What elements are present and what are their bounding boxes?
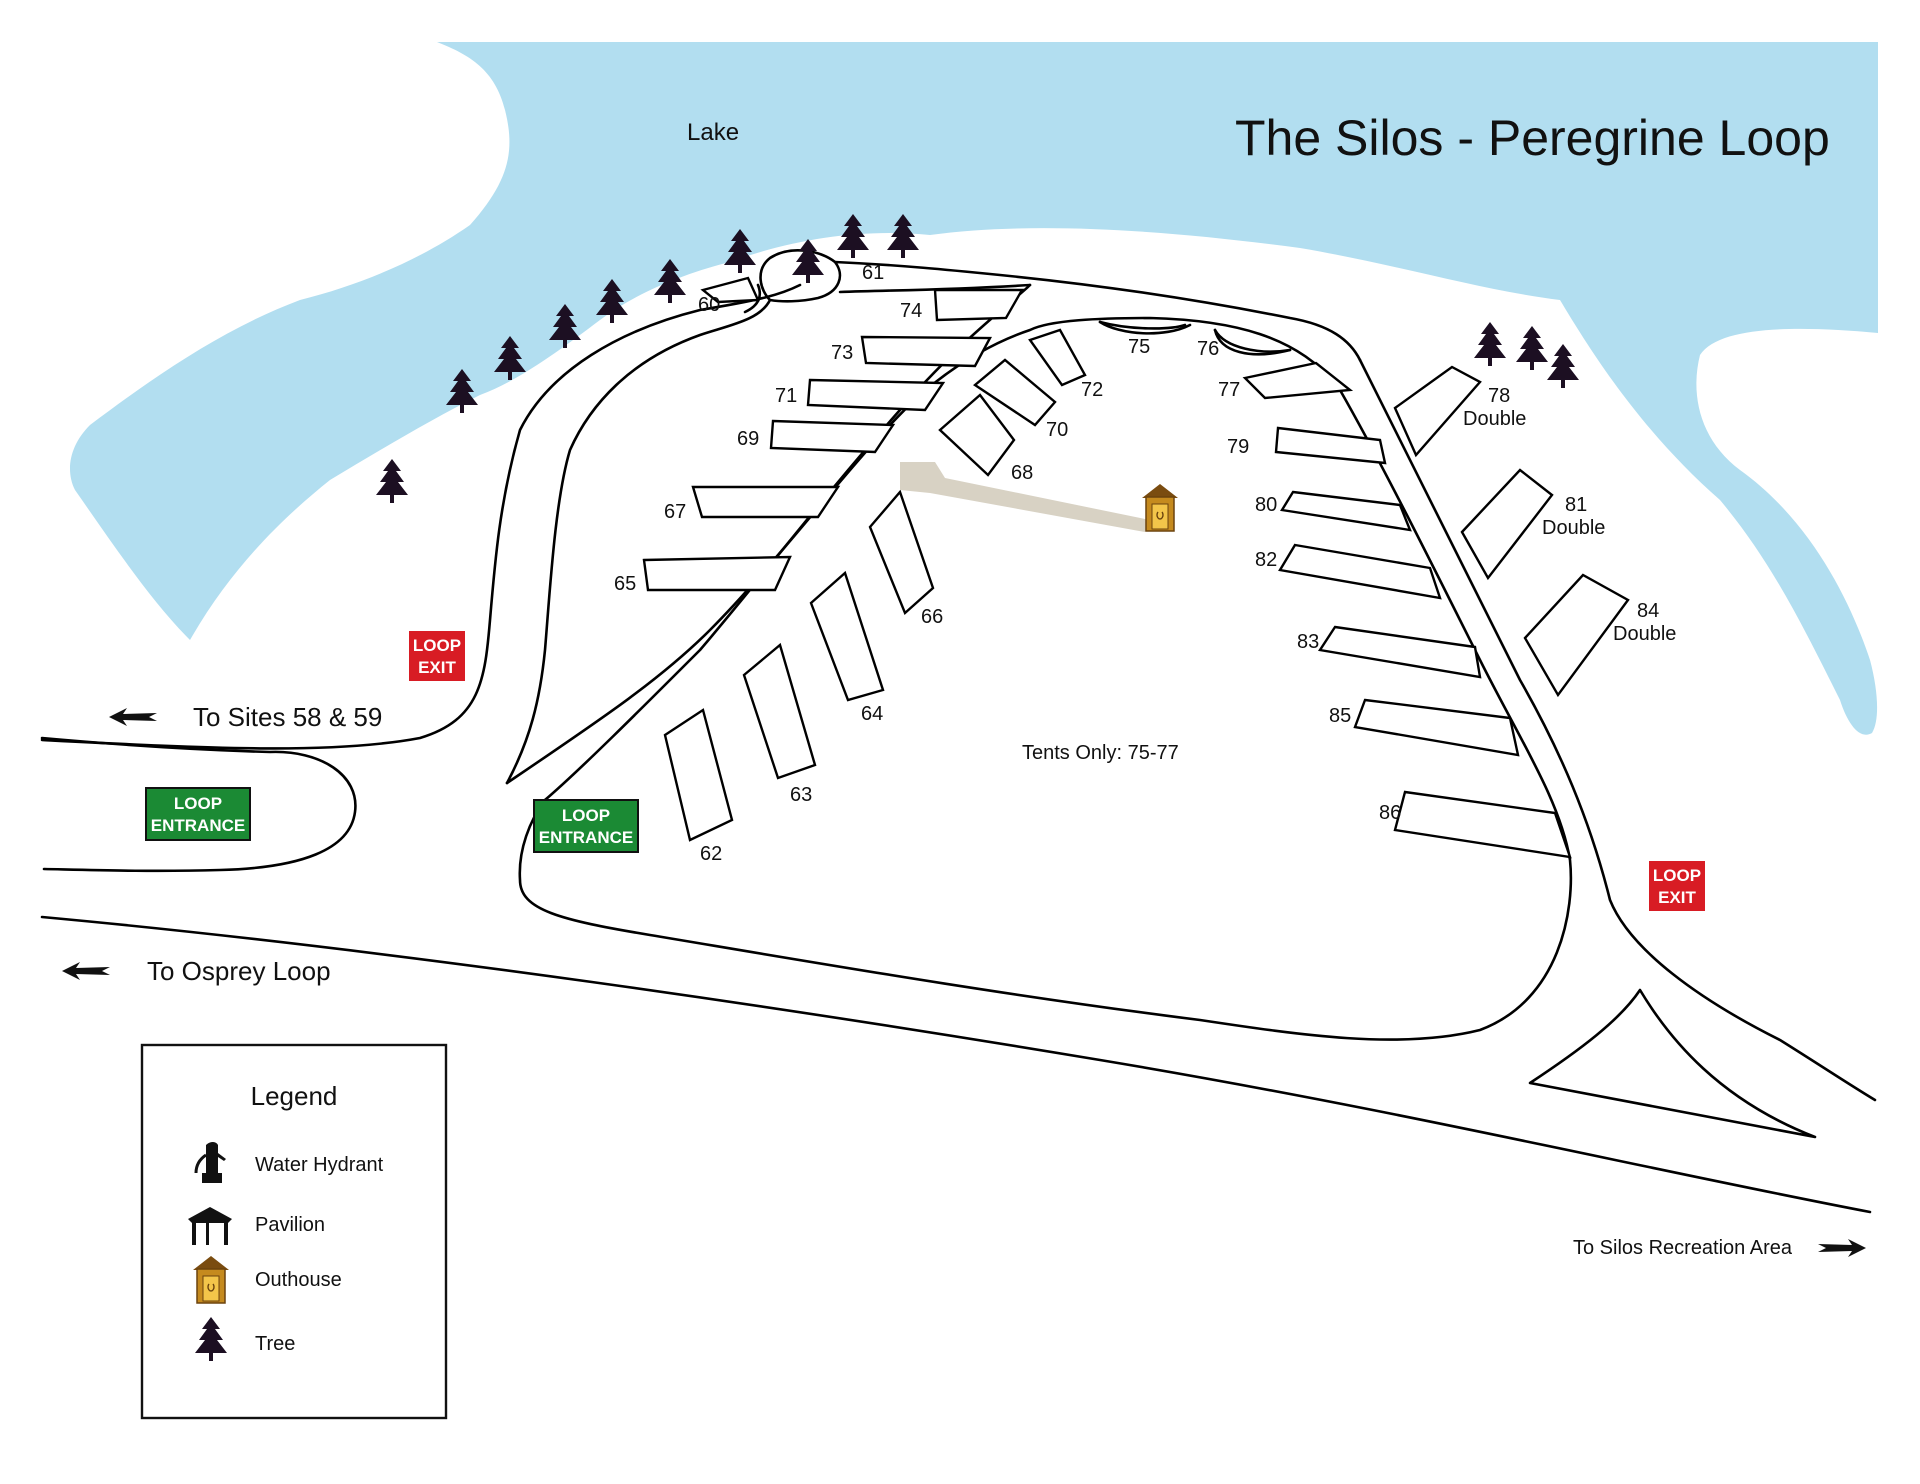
site-label-83: 83 — [1297, 631, 1319, 653]
legend-label-tree: Tree — [255, 1333, 295, 1355]
direction-osprey-loop: To Osprey Loop — [62, 956, 331, 986]
site-label-78-double: Double — [1463, 408, 1526, 430]
site-label-81: 81 — [1565, 494, 1587, 516]
site-label-63: 63 — [790, 784, 812, 806]
site-label-80: 80 — [1255, 494, 1277, 516]
sign-line-2: EXIT — [418, 658, 456, 677]
site-label-84: 84 — [1637, 600, 1659, 622]
direction-label: To Osprey Loop — [147, 956, 331, 986]
lake-label: Lake — [687, 119, 739, 146]
site-label-67: 67 — [664, 501, 686, 523]
arrow-right-icon — [1818, 1239, 1866, 1257]
sign-line-1: LOOP — [174, 794, 222, 813]
site-label-79: 79 — [1227, 436, 1249, 458]
sign-line-2: ENTRANCE — [151, 816, 245, 835]
arrow-left-icon — [109, 708, 157, 726]
sign-line-1: LOOP — [413, 636, 461, 655]
site-label-69: 69 — [737, 428, 759, 450]
site-label-64: 64 — [861, 703, 883, 725]
site-pads — [642, 276, 1630, 859]
site-label-70: 70 — [1046, 419, 1068, 441]
site-label-61: 61 — [862, 262, 884, 284]
lake — [70, 42, 1878, 735]
site-label-68: 68 — [1011, 462, 1033, 484]
site-label-77: 77 — [1218, 379, 1240, 401]
pavilion-icon — [188, 1207, 232, 1245]
site-label-72: 72 — [1081, 379, 1103, 401]
site-label-81-double: Double — [1542, 517, 1605, 539]
direction-label: To Silos Recreation Area — [1573, 1237, 1793, 1259]
legend-title: Legend — [251, 1081, 338, 1111]
direction-sites-58-59: To Sites 58 & 59 — [109, 702, 382, 732]
site-label-75: 75 — [1128, 336, 1150, 358]
direction-label: To Sites 58 & 59 — [193, 702, 382, 732]
site-label-66: 66 — [921, 606, 943, 628]
roads — [40, 249, 1877, 1214]
outhouse-marker — [1141, 483, 1179, 532]
site-label-60: 60 — [698, 294, 720, 316]
site-label-84-double: Double — [1613, 623, 1676, 645]
water-hydrant-icon — [194, 1142, 226, 1183]
site-label-82: 82 — [1255, 549, 1277, 571]
map-title: The Silos - Peregrine Loop — [1235, 110, 1830, 166]
site-label-76: 76 — [1197, 338, 1219, 360]
site-label-74: 74 — [900, 300, 922, 322]
legend: Legend Water Hydrant Pavilion Outhouse T… — [140, 1043, 448, 1420]
site-label-86: 86 — [1379, 802, 1401, 824]
sign-line-2: EXIT — [1658, 888, 1696, 907]
site-label-62: 62 — [700, 843, 722, 865]
arrow-left-icon — [62, 962, 110, 980]
loop-exit-sign-east: LOOP EXIT — [1647, 859, 1707, 913]
site-label-73: 73 — [831, 342, 853, 364]
legend-label-outhouse: Outhouse — [255, 1269, 342, 1291]
sign-line-2: ENTRANCE — [539, 828, 633, 847]
direction-silos-recreation: To Silos Recreation Area — [1573, 1237, 1866, 1259]
legend-label-water-hydrant: Water Hydrant — [255, 1154, 384, 1176]
site-label-85: 85 — [1329, 705, 1351, 727]
site-labels: 60 61 74 73 71 69 67 65 66 64 63 62 68 7… — [614, 262, 1676, 865]
loop-entrance-sign-west: LOOP ENTRANCE — [145, 787, 251, 841]
tents-only-note: Tents Only: 75-77 — [1022, 742, 1179, 764]
outhouse-path — [900, 462, 1150, 532]
loop-exit-sign-west: LOOP EXIT — [407, 629, 467, 683]
site-label-71: 71 — [775, 385, 797, 407]
legend-label-pavilion: Pavilion — [255, 1214, 325, 1236]
loop-entrance-sign-center: LOOP ENTRANCE — [533, 799, 639, 853]
site-label-65: 65 — [614, 573, 636, 595]
sign-line-1: LOOP — [1653, 866, 1701, 885]
sign-line-1: LOOP — [562, 806, 610, 825]
site-label-78: 78 — [1488, 385, 1510, 407]
